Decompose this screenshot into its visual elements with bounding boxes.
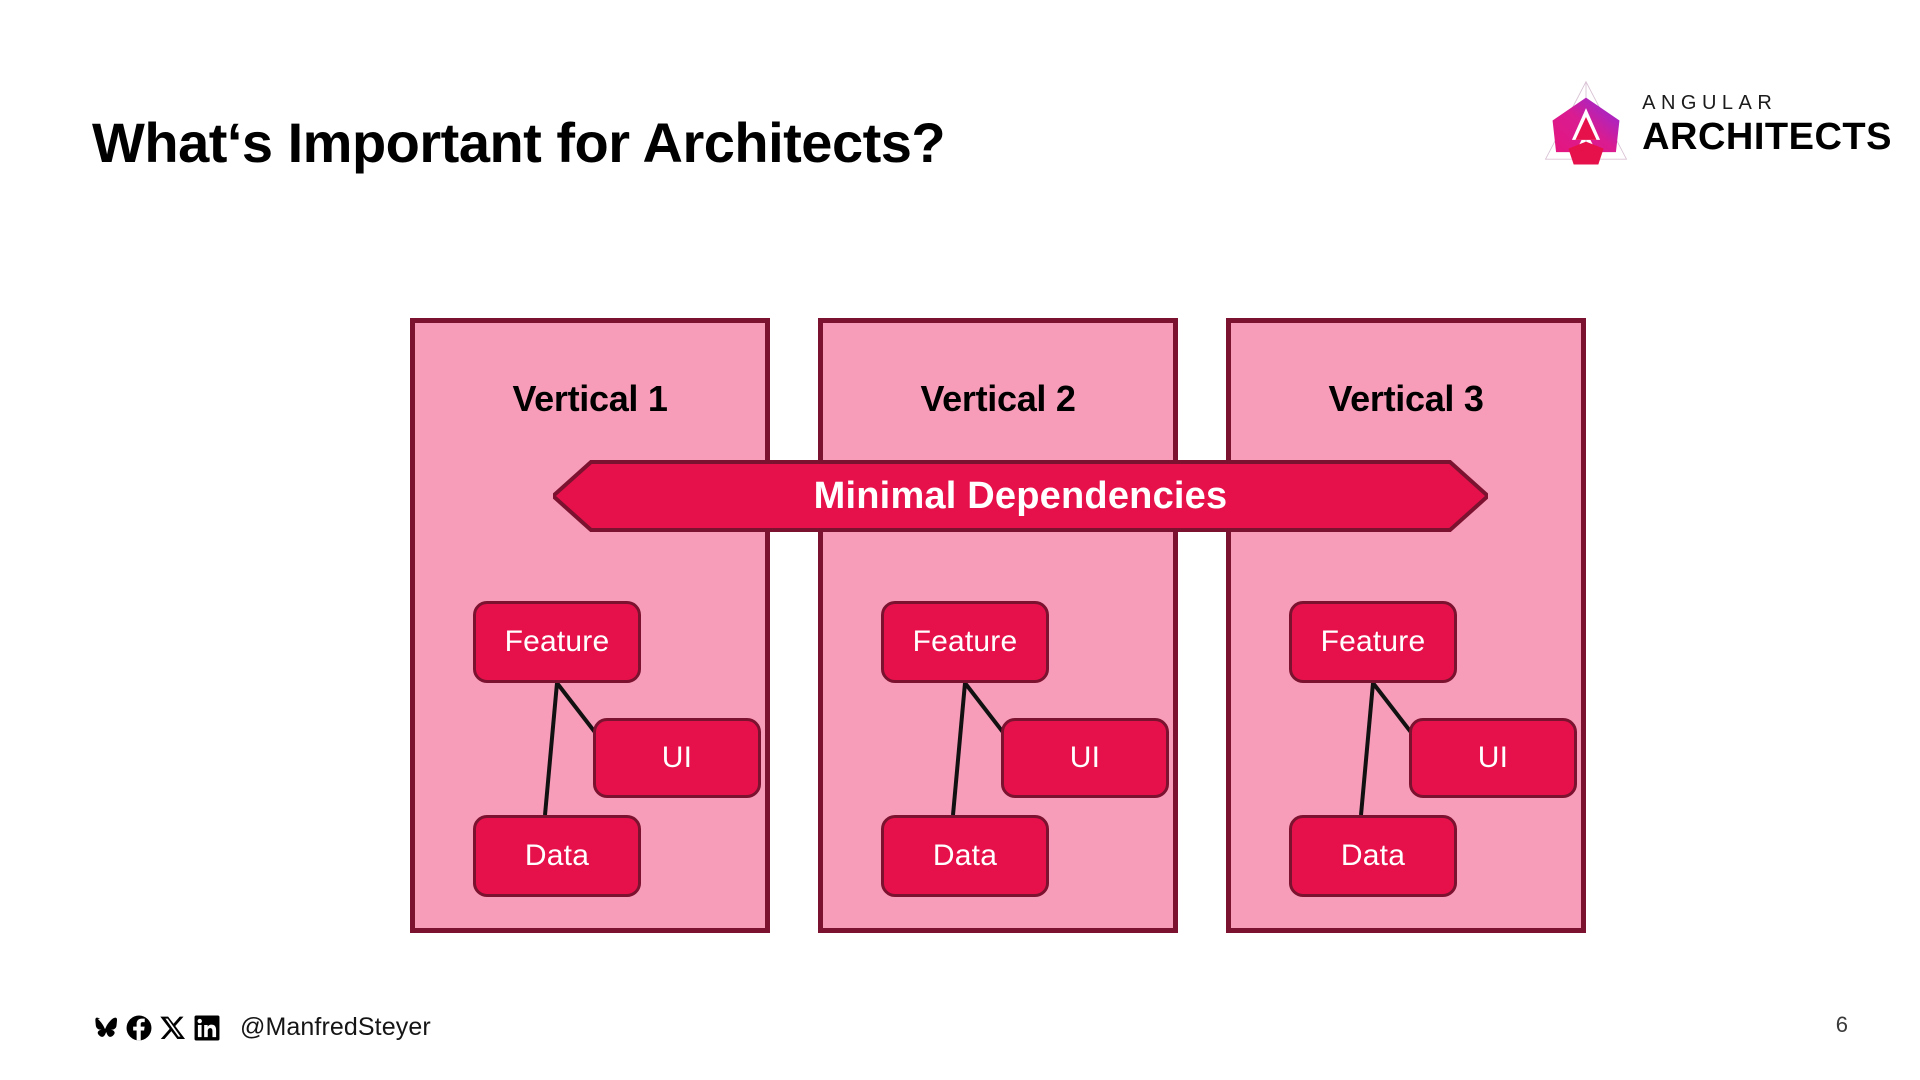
vertical-column-2-title: Vertical 2 bbox=[920, 378, 1076, 419]
minimal-dependencies-arrow bbox=[553, 460, 1488, 532]
page-title: What‘s Important for Architects? bbox=[92, 111, 946, 174]
x-twitter-icon[interactable] bbox=[160, 1015, 186, 1041]
minimal-dependencies-label: Minimal Dependencies bbox=[813, 474, 1228, 517]
node-data-2[interactable]: Data bbox=[881, 815, 1049, 897]
linkedin-icon[interactable] bbox=[194, 1015, 220, 1041]
vertical-column-3: Vertical 3 Feature UI Data bbox=[1226, 318, 1586, 933]
vertical-column-2: Vertical 2 Feature UI Data bbox=[818, 318, 1178, 933]
angular-architects-logo: ANGULAR ARCHITECTS bbox=[1542, 78, 1892, 170]
logo-wordmark: ANGULAR ARCHITECTS bbox=[1642, 93, 1892, 156]
node-data-3[interactable]: Data bbox=[1289, 815, 1457, 897]
vertical-column-3-title: Vertical 3 bbox=[1328, 378, 1484, 419]
angular-a-shield-icon bbox=[1544, 80, 1628, 165]
footer: @ManfredSteyer bbox=[92, 1013, 431, 1042]
node-feature-3[interactable]: Feature bbox=[1289, 601, 1457, 683]
node-feature-2[interactable]: Feature bbox=[881, 601, 1049, 683]
footer-handle: @ManfredSteyer bbox=[240, 1013, 431, 1041]
logo-angular-text: ANGULAR bbox=[1642, 91, 1778, 114]
vertical-column-1: Vertical 1 Feature UI Data bbox=[410, 318, 770, 933]
vertical-column-1-title: Vertical 1 bbox=[512, 378, 668, 419]
node-ui-3[interactable]: UI bbox=[1409, 718, 1577, 798]
node-data-1[interactable]: Data bbox=[473, 815, 641, 897]
node-feature-1[interactable]: Feature bbox=[473, 601, 641, 683]
node-ui-1[interactable]: UI bbox=[593, 718, 761, 798]
node-ui-2[interactable]: UI bbox=[1001, 718, 1169, 798]
facebook-icon[interactable] bbox=[126, 1015, 152, 1041]
page-number: 6 bbox=[1835, 1012, 1848, 1037]
logo-architects-text: ARCHITECTS bbox=[1642, 115, 1892, 158]
bluesky-icon[interactable] bbox=[92, 1015, 118, 1041]
